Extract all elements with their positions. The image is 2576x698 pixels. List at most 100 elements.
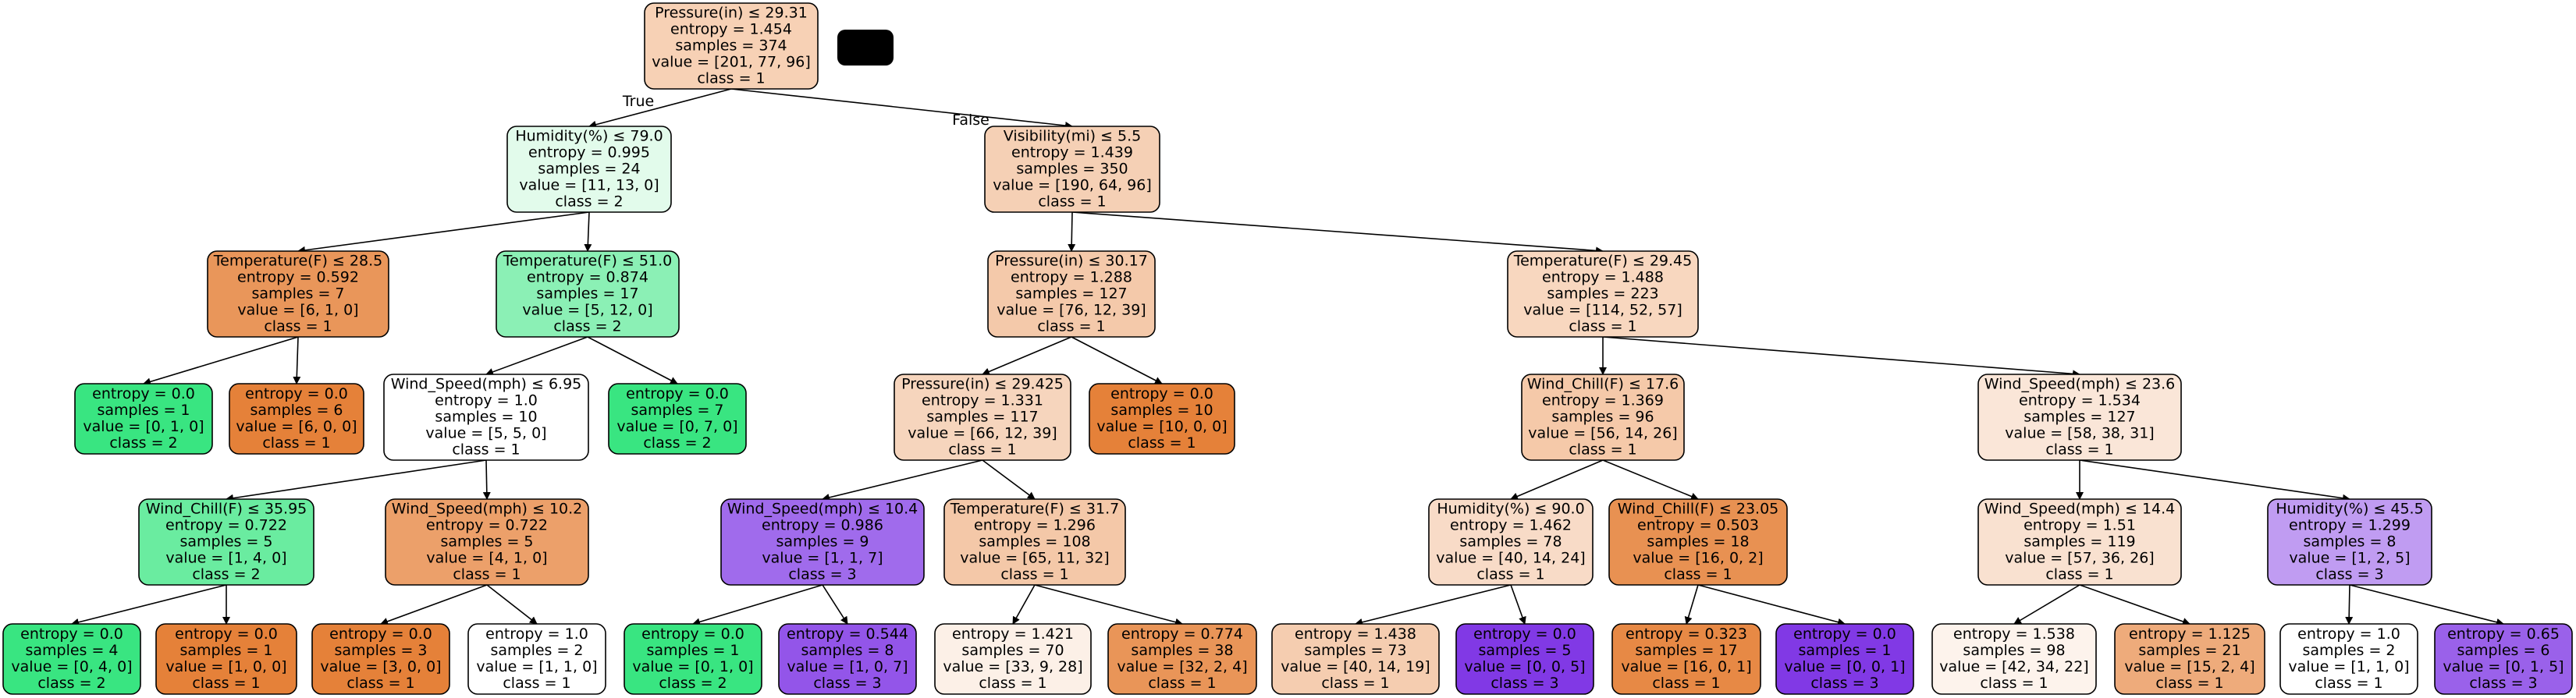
node-text-line: class = 3 — [2469, 675, 2537, 692]
node-text-line: entropy = 0.0 — [20, 625, 123, 643]
tree-edge — [1697, 584, 1846, 626]
node-box — [1977, 374, 2182, 461]
node-text-line: samples = 127 — [2023, 409, 2135, 426]
tree-edge — [226, 459, 487, 502]
node-text-line: samples = 18 — [1647, 533, 1749, 551]
node-text-line: value = [201, 77, 96] — [652, 54, 811, 71]
node-text-line: entropy = 1.421 — [952, 625, 1074, 643]
node-text-line: class = 1 — [1664, 566, 1732, 583]
node-text-line: entropy = 0.592 — [237, 269, 359, 286]
node-text-line: samples = 1 — [179, 642, 272, 659]
node-text-line: value = [6, 1, 0] — [237, 302, 358, 319]
node-text-line: entropy = 1.288 — [1011, 269, 1132, 286]
node-text-line: value = [1, 4, 0] — [165, 550, 286, 567]
node-text-line: entropy = 0.544 — [787, 625, 908, 643]
node-text-line: value = [1, 0, 0] — [165, 658, 286, 675]
node-box — [608, 383, 747, 455]
node-text-line: value = [1, 1, 0] — [476, 658, 597, 675]
edge-label-true: True — [622, 93, 654, 110]
node-text-line: class = 2 — [555, 193, 623, 211]
node-text-line: samples = 108 — [979, 533, 1090, 551]
tree-edge — [297, 211, 590, 254]
node-text-line: value = [56, 14, 26] — [1528, 425, 1677, 442]
node-text-line: value = [32, 2, 4] — [1117, 658, 1247, 675]
tree-edge — [2013, 584, 2080, 625]
node-text-line: samples = 2 — [2302, 642, 2395, 659]
node-text-line: value = [58, 38, 31] — [2005, 425, 2154, 442]
node-text-line: Temperature(F) ≤ 31.7 — [950, 501, 1119, 518]
tree-edge — [1012, 584, 1036, 625]
node-text-line: Pressure(in) ≤ 29.31 — [655, 5, 808, 22]
node-text-line: samples = 5 — [440, 533, 533, 551]
node-box — [1977, 498, 2182, 586]
node-box — [984, 126, 1160, 213]
node-box — [720, 498, 925, 586]
node-box — [207, 250, 389, 338]
node-text-line: samples = 73 — [1304, 642, 1406, 659]
node-text-line: samples = 1 — [1798, 642, 1891, 659]
node-text-line: samples = 21 — [2138, 642, 2240, 659]
node-box — [1775, 623, 1914, 695]
node-text-line: samples = 10 — [435, 409, 537, 426]
node-text-line: samples = 1 — [646, 642, 739, 659]
tree-edge — [486, 584, 538, 625]
node-text-line: value = [1, 1, 0] — [2288, 658, 2409, 675]
node-text-line: entropy = 0.0 — [92, 385, 195, 402]
node-text-line: Temperature(F) ≤ 29.45 — [1513, 253, 1693, 270]
node-text-line: class = 2 — [553, 318, 621, 335]
tree-edge — [982, 336, 1072, 376]
node-text-line: value = [42, 34, 22] — [1939, 658, 2088, 675]
node-box — [934, 623, 1092, 695]
node-text-line: Wind_Speed(mph) ≤ 10.2 — [392, 501, 583, 518]
tree-edge — [482, 459, 491, 500]
node-text-line: Humidity(%) ≤ 79.0 — [515, 128, 663, 145]
node-text-line: samples = 374 — [675, 37, 787, 55]
tree-edge — [1602, 459, 1699, 501]
node-box — [2267, 498, 2432, 586]
node-text-line: samples = 127 — [1015, 285, 1127, 303]
node-text-line: Temperature(F) ≤ 51.0 — [503, 253, 672, 270]
node-text-line: value = [114, 52, 57] — [1523, 302, 1682, 319]
node-text-line: samples = 17 — [1635, 642, 1737, 659]
node-text-line: class = 1 — [1569, 441, 1636, 459]
node-text-line: value = [40, 14, 19] — [1281, 658, 1430, 675]
node-box — [1931, 623, 2097, 695]
node-text-line: class = 1 — [1652, 675, 1720, 692]
node-text-line: class = 1 — [1476, 566, 1544, 583]
tree-edge — [822, 459, 983, 501]
node-text-line: Wind_Speed(mph) ≤ 23.6 — [1984, 376, 2176, 393]
node-text-line: samples = 6 — [2457, 642, 2549, 659]
node-text-line: class = 2 — [643, 434, 711, 452]
node-box — [1428, 498, 1594, 586]
node-text-line: value = [1, 0, 7] — [787, 658, 908, 675]
redaction-box — [837, 30, 894, 66]
tree-edge — [588, 88, 732, 129]
node-box — [74, 383, 213, 455]
node-text-line: samples = 1 — [97, 402, 190, 419]
node-text-line: Temperature(F) ≤ 28.5 — [213, 253, 382, 270]
node-text-line: value = [0, 1, 0] — [632, 658, 753, 675]
node-text-line: Humidity(%) ≤ 90.0 — [1437, 501, 1584, 518]
tree-edge — [1510, 584, 1526, 625]
tree-edge — [2349, 584, 2504, 626]
node-text-line: value = [4, 1, 0] — [426, 550, 547, 567]
node-text-line: Visibility(mi) ≤ 5.5 — [1004, 128, 1141, 145]
node-text-line: entropy = 1.331 — [922, 392, 1043, 409]
node-text-line: entropy = 1.0 — [435, 392, 538, 409]
node-text-line: Wind_Speed(mph) ≤ 6.95 — [391, 376, 582, 393]
node-text-line: entropy = 0.0 — [1110, 385, 1213, 402]
tree-edge — [1684, 584, 1699, 625]
